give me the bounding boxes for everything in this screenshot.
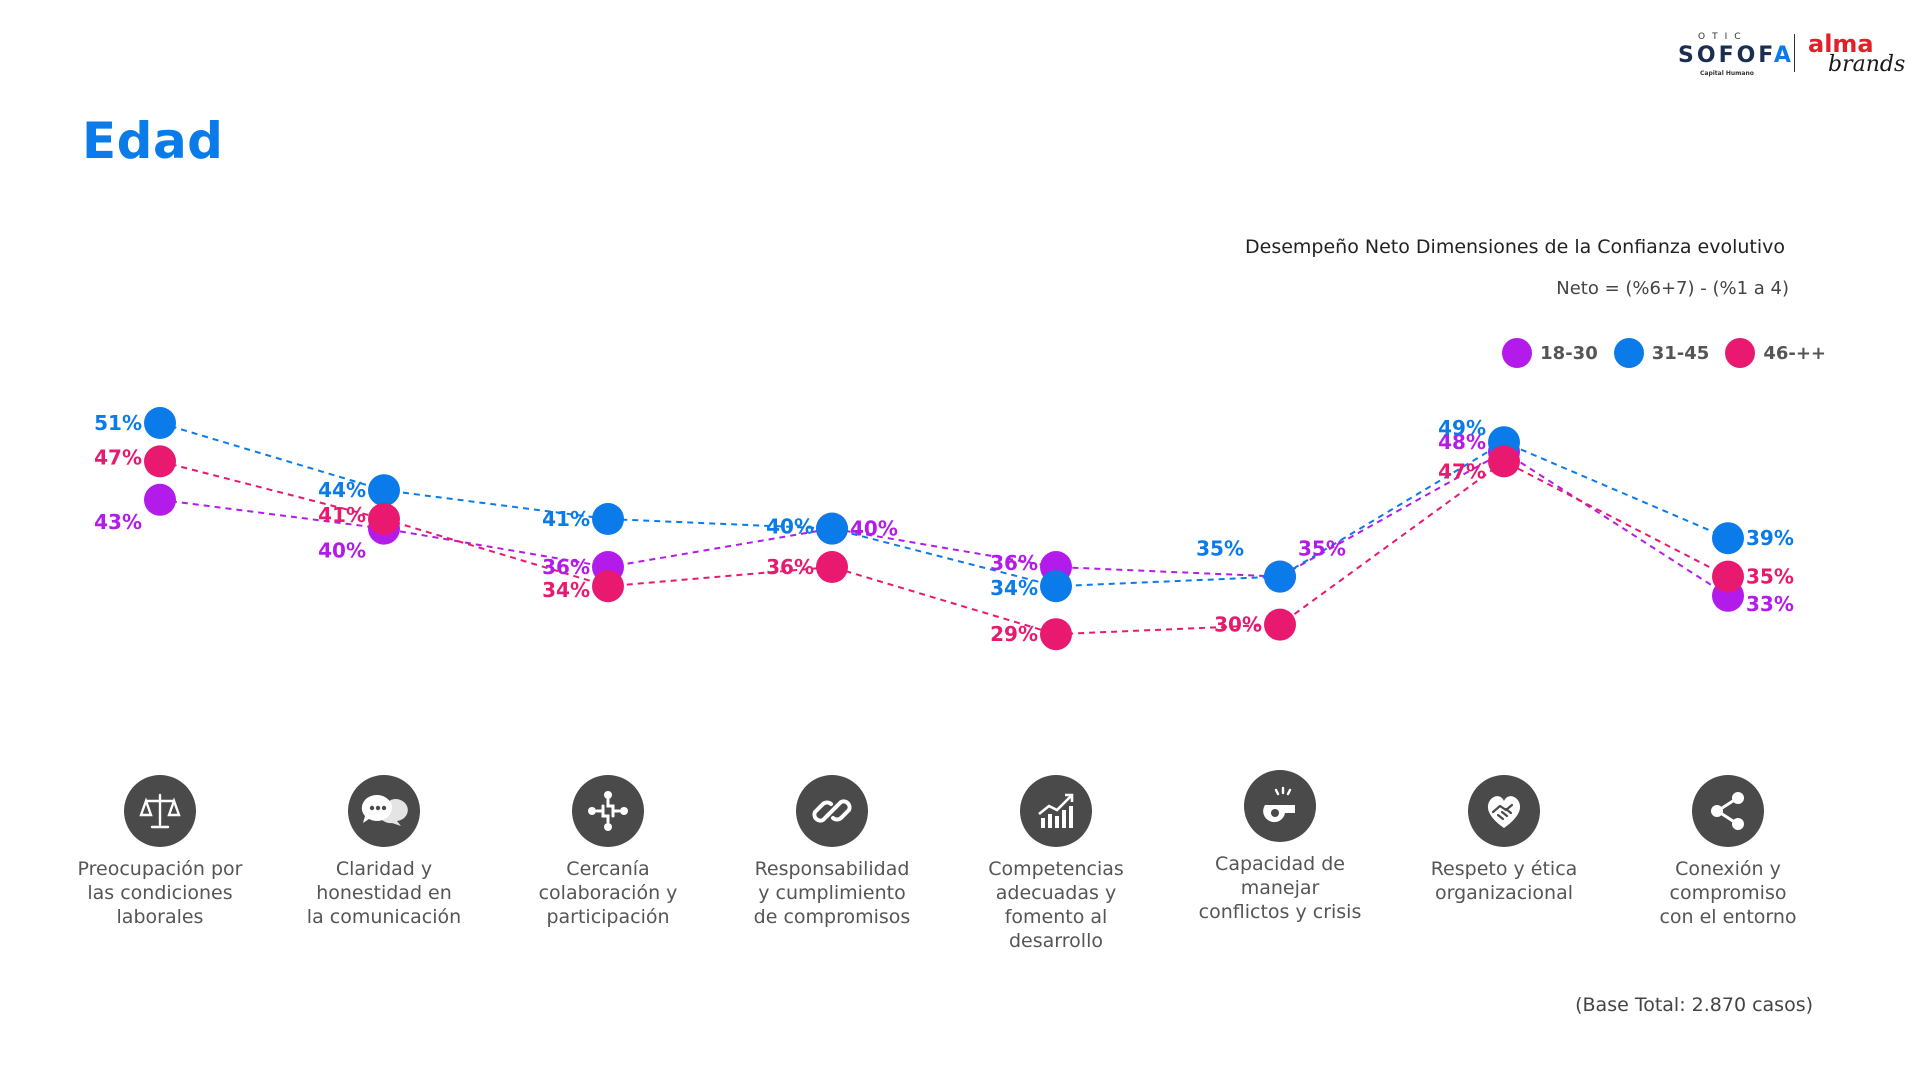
- teamwork-icon: [572, 775, 644, 847]
- legend-item-46: 46-++: [1725, 338, 1826, 368]
- brands-logo: brands: [1828, 52, 1906, 77]
- data-label: 40%: [766, 515, 814, 539]
- data-label: 29%: [990, 622, 1038, 646]
- data-point: [144, 445, 176, 478]
- data-label: 39%: [1746, 526, 1794, 550]
- data-label: 40%: [318, 539, 366, 563]
- legend-label: 18-30: [1540, 342, 1598, 364]
- data-label: 34%: [990, 576, 1038, 600]
- data-label: 30%: [1214, 613, 1262, 637]
- data-label: 41%: [542, 507, 590, 531]
- handshake-heart-icon: [1468, 775, 1540, 847]
- category-label: Competencias adecuadas y fomento al desa…: [988, 858, 1124, 952]
- net-formula: Neto = (%6+7) - (%1 a 4): [1556, 278, 1789, 299]
- data-label: 48%: [1438, 430, 1486, 454]
- data-label: 49%: [1438, 416, 1486, 440]
- chain-link-icon: [796, 775, 868, 847]
- data-label: 35%: [1298, 537, 1346, 561]
- data-label: 47%: [94, 445, 142, 469]
- data-label: 36%: [542, 555, 590, 579]
- legend-dot: [1613, 338, 1644, 368]
- series-line-18-30: [159, 450, 1729, 597]
- data-label: 36%: [766, 555, 814, 579]
- data-label: 43%: [94, 510, 142, 534]
- otic-logo-text: OTIC: [1698, 32, 1748, 42]
- category-item: Competencias adecuadas y fomento al desa…: [956, 775, 1156, 953]
- chart-subtitle: Desempeño Neto Dimensiones de la Confian…: [1245, 236, 1785, 258]
- category-label: Respeto y ética organizacional: [1430, 858, 1578, 904]
- data-label: 41%: [318, 503, 366, 527]
- category-label: Responsabilidad y cumplimiento de compro…: [753, 858, 911, 928]
- category-item: Responsabilidad y cumplimiento de compro…: [732, 775, 932, 929]
- alma-logo: alma: [1808, 30, 1874, 58]
- data-label: 34%: [542, 578, 590, 602]
- data-point: [1712, 560, 1744, 593]
- data-label: 51%: [94, 411, 142, 435]
- data-point: [1712, 522, 1744, 555]
- category-label: Capacidad de manejar conflictos y crisis: [1198, 853, 1362, 923]
- sofofa-logo: SOFOFA: [1678, 43, 1794, 68]
- category-item: Claridad y honestidad en la comunicación: [284, 775, 484, 929]
- brand-logos: OTIC SOFOFA Capital Humano alma brands: [1648, 28, 1905, 78]
- category-label: Claridad y honestidad en la comunicación: [306, 858, 462, 928]
- share-icon: [1692, 775, 1764, 847]
- data-point: [816, 512, 848, 545]
- category-label: Preocupación por las condiciones laboral…: [77, 858, 243, 928]
- category-item: Respeto y ética organizacional: [1404, 775, 1604, 905]
- legend-label: 31-45: [1651, 342, 1710, 364]
- data-point: [368, 474, 400, 507]
- legend-item-31-45: 31-45: [1613, 338, 1710, 368]
- category-item: Conexión y compromiso con el entorno: [1628, 775, 1828, 929]
- category-label: Cercanía colaboración y participación: [538, 858, 678, 928]
- series-line-46-++: [159, 460, 1729, 636]
- data-point: [144, 483, 176, 516]
- series-line-31-45: [159, 422, 1729, 588]
- data-point: [592, 503, 624, 535]
- data-label: 33%: [1746, 592, 1794, 616]
- data-label: 36%: [990, 551, 1038, 575]
- capital-humano-text: Capital Humano: [1700, 70, 1754, 77]
- data-point: [1264, 608, 1296, 641]
- legend-dot: [1725, 338, 1756, 368]
- data-point: [816, 551, 848, 583]
- data-point: [1264, 560, 1296, 593]
- legend-dot: [1502, 338, 1533, 368]
- data-point: [1040, 618, 1072, 651]
- data-label: 35%: [1746, 565, 1794, 589]
- logo-divider: [1794, 34, 1795, 72]
- data-point: [368, 503, 400, 535]
- category-item: Preocupación por las condiciones laboral…: [60, 775, 260, 929]
- chart-legend: 18-30 31-45 46-++: [1486, 338, 1826, 368]
- data-point: [144, 407, 176, 439]
- data-label: 47%: [1438, 459, 1486, 483]
- data-label: 44%: [318, 478, 366, 502]
- data-label: 40%: [850, 517, 898, 541]
- base-note: (Base Total: 2.870 casos): [1575, 994, 1813, 1016]
- category-label: Conexión y compromiso con el entorno: [1659, 858, 1797, 928]
- scale-icon: [124, 775, 196, 847]
- category-item: Capacidad de manejar conflictos y crisis: [1180, 770, 1380, 924]
- chat-bubbles-icon: [348, 775, 420, 847]
- data-point: [592, 570, 624, 603]
- category-item: Cercanía colaboración y participación: [508, 775, 708, 929]
- page-title: Edad: [82, 112, 224, 170]
- legend-label: 46-++: [1763, 342, 1826, 364]
- data-point: [1040, 570, 1072, 603]
- data-point: [1488, 445, 1520, 478]
- legend-item-18-30: 18-30: [1502, 338, 1598, 368]
- whistle-icon: [1244, 770, 1316, 842]
- growth-chart-icon: [1020, 775, 1092, 847]
- data-label: 35%: [1196, 537, 1244, 561]
